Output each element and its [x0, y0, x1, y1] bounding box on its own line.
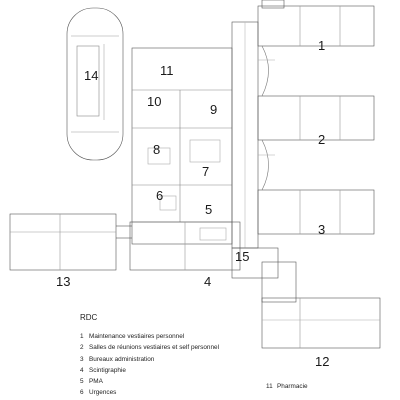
- level-label: RDC: [80, 313, 98, 322]
- zone-label-10: 10: [147, 94, 161, 109]
- zone-label-9: 9: [210, 102, 217, 117]
- zone-label-14: 14: [84, 68, 98, 83]
- zone-label-2: 2: [318, 132, 325, 147]
- zone-label-8: 8: [153, 142, 160, 157]
- zone-label-11: 11: [160, 63, 174, 78]
- zone-label-5: 5: [205, 202, 212, 217]
- zone-label-4: 4: [204, 274, 211, 289]
- wing-13-outline: [9, 213, 117, 271]
- zone-label-12: 12: [315, 354, 329, 369]
- zone-label-15: 15: [235, 249, 249, 264]
- central-block-outline: [131, 47, 233, 245]
- zone-label-1: 1: [318, 38, 325, 53]
- building-14-outline: [66, 7, 124, 161]
- zone-label-6: 6: [156, 188, 163, 203]
- zone-15-outline: [231, 247, 279, 279]
- wing-2-outline: [257, 95, 375, 141]
- building-12-outline: [261, 261, 297, 303]
- wing-3-outline: [257, 189, 375, 235]
- zone-label-13: 13: [56, 274, 70, 289]
- zone-label-7: 7: [202, 164, 209, 179]
- wing-1-outline: [257, 5, 375, 47]
- zone-label-3: 3: [318, 222, 325, 237]
